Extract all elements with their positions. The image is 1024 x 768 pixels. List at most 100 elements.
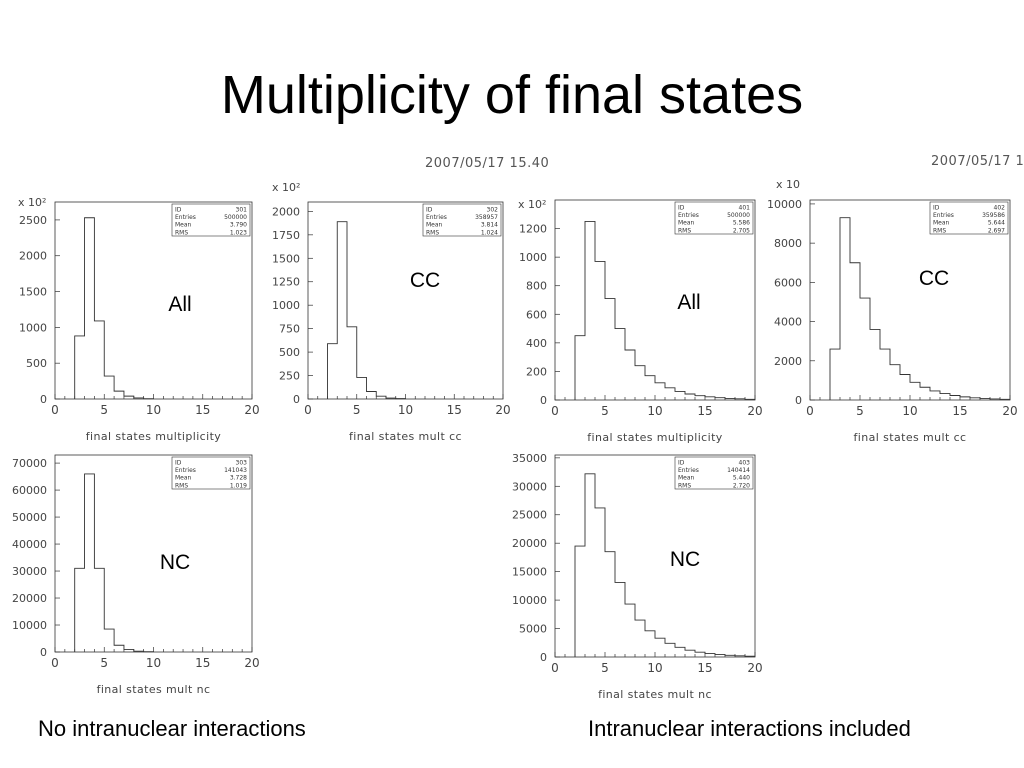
- histogram-bin: [575, 546, 585, 657]
- y-tick-label: 10000: [512, 594, 547, 607]
- histogram-bin: [615, 329, 625, 400]
- y-tick-label: 8000: [774, 237, 802, 250]
- timestamp-right: 2007/05/17 1: [931, 154, 1024, 169]
- histogram-bin: [715, 398, 725, 400]
- histogram-bin: [685, 650, 695, 657]
- x-tick-label: 5: [100, 403, 108, 417]
- histogram-bin: [940, 394, 950, 400]
- x-tick-label: 0: [51, 656, 59, 670]
- histogram-bin: [745, 399, 755, 400]
- x-tick-label: 10: [647, 661, 662, 675]
- y-tick-label: 35000: [512, 452, 547, 465]
- y-tick-label: 60000: [12, 484, 47, 497]
- panel-label: All: [168, 293, 191, 316]
- y-tick-label: 70000: [12, 457, 47, 470]
- y-tick-label: 1200: [519, 223, 547, 236]
- histogram-bin: [124, 396, 134, 399]
- histogram-bin: [635, 366, 645, 400]
- histogram-bin: [605, 552, 615, 657]
- x-axis-label: final states mult cc: [854, 431, 967, 444]
- y-tick-label: 0: [40, 646, 47, 659]
- stats-key: Entries: [426, 214, 447, 221]
- panel-label: NC: [670, 548, 700, 571]
- stats-key: Entries: [175, 214, 196, 221]
- stats-value: 1.019: [230, 482, 247, 489]
- stats-key: ID: [678, 205, 685, 212]
- y-tick-label: 30000: [12, 565, 47, 578]
- histogram-bin: [75, 568, 85, 652]
- stats-box: [674, 456, 754, 490]
- y-tick-label: 500: [279, 346, 300, 359]
- y-tick-label: 2000: [272, 205, 300, 218]
- stats-key: ID: [678, 460, 685, 467]
- y-tick-label: 1500: [272, 252, 300, 265]
- stats-value: 5.586: [733, 220, 750, 227]
- stats-value: 401: [739, 205, 751, 212]
- stats-key: Mean: [175, 475, 192, 482]
- y-tick-label: 6000: [774, 276, 802, 289]
- y-exponent-label: x 10²: [18, 196, 46, 209]
- histogram-bin: [595, 508, 605, 657]
- y-tick-label: 50000: [12, 511, 47, 524]
- stats-value: 403: [739, 460, 751, 467]
- histogram-bin: [695, 396, 705, 400]
- histogram-bin: [114, 391, 124, 399]
- x-tick-label: 5: [100, 656, 108, 670]
- histogram-bin: [980, 398, 990, 400]
- stats-box: [171, 456, 251, 490]
- histogram-bin: [665, 388, 675, 400]
- panel-label: NC: [160, 551, 190, 574]
- histogram-bin: [94, 321, 104, 399]
- histogram-bin: [357, 377, 367, 399]
- stats-value: 140414: [727, 467, 750, 474]
- stats-key: RMS: [175, 229, 188, 236]
- y-tick-label: 0: [293, 393, 300, 406]
- stats-key: ID: [933, 205, 940, 212]
- x-tick-label: 15: [195, 656, 210, 670]
- y-tick-label: 30000: [512, 480, 547, 493]
- caption-intranuclear-included: Intranuclear interactions included: [588, 716, 911, 741]
- histogram-bin: [715, 655, 725, 657]
- x-tick-label: 5: [601, 404, 609, 418]
- stats-value: 3.728: [230, 475, 247, 482]
- histogram-bin: [328, 344, 338, 399]
- x-tick-label: 10: [146, 403, 161, 417]
- histogram-bin: [725, 655, 735, 657]
- y-tick-label: 20000: [12, 592, 47, 605]
- histogram-bin: [1000, 399, 1010, 400]
- y-exponent-label: x 10²: [518, 198, 546, 211]
- x-tick-label: 15: [697, 661, 712, 675]
- stats-key: ID: [175, 207, 182, 214]
- y-tick-label: 0: [540, 394, 547, 407]
- stats-key: RMS: [933, 227, 946, 234]
- y-tick-label: 10000: [767, 198, 802, 211]
- x-tick-label: 15: [447, 403, 462, 417]
- y-tick-label: 500: [26, 357, 47, 370]
- histogram-bin: [635, 620, 645, 657]
- histogram-bin: [870, 329, 880, 400]
- timestamp-left: 2007/05/17 15.40: [425, 156, 550, 171]
- panel-label: CC: [410, 269, 440, 292]
- x-tick-label: 5: [856, 404, 864, 418]
- x-tick-label: 0: [551, 661, 559, 675]
- y-tick-label: 20000: [512, 537, 547, 550]
- histogram-bin: [114, 645, 124, 652]
- y-tick-label: 1500: [19, 286, 47, 299]
- x-tick-label: 10: [398, 403, 413, 417]
- stats-key: RMS: [678, 482, 691, 489]
- stats-value: 141043: [224, 467, 247, 474]
- histogram-series: [574, 220, 756, 400]
- histogram-series: [74, 473, 154, 653]
- histogram-bin: [655, 638, 665, 657]
- x-tick-label: 0: [551, 404, 559, 418]
- y-tick-label: 400: [526, 337, 547, 350]
- histogram-bin: [860, 298, 870, 400]
- x-tick-label: 20: [244, 656, 259, 670]
- histogram-bin: [595, 261, 605, 400]
